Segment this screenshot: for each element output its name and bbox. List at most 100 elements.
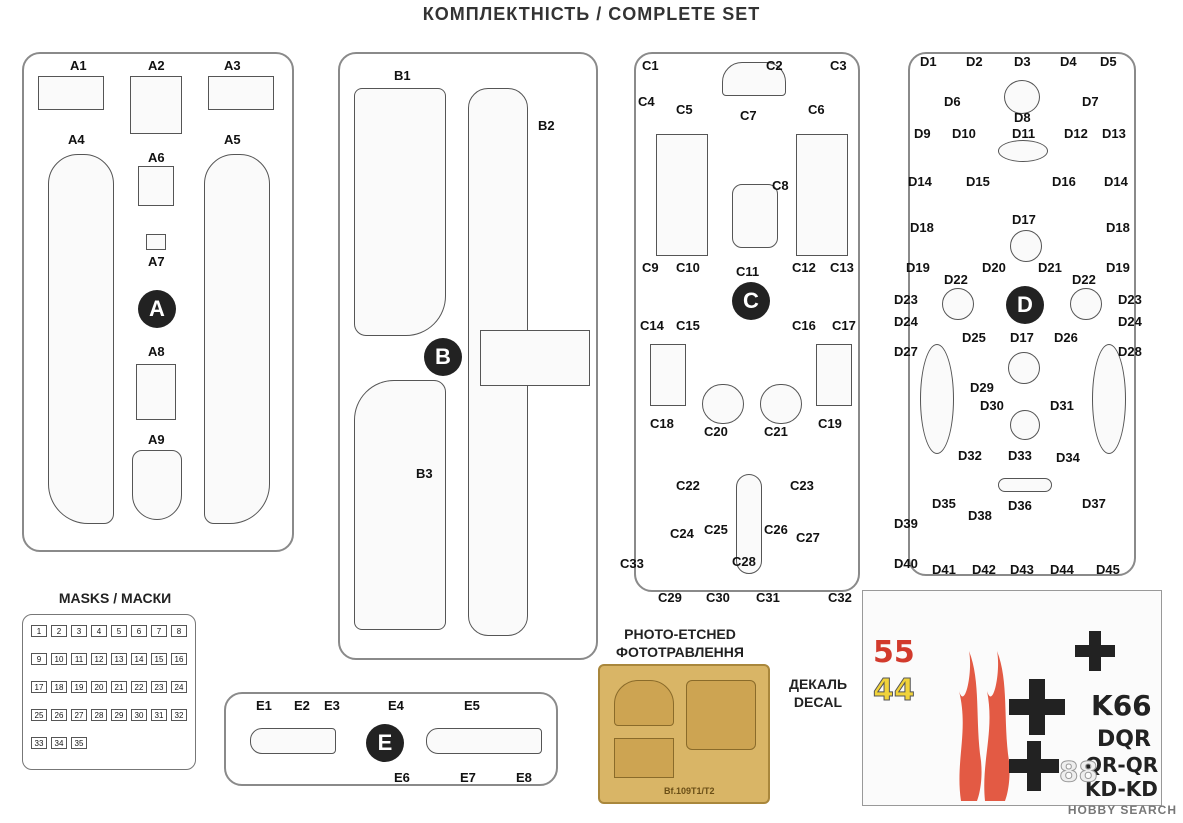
part-b1-wing-top [354, 88, 446, 336]
part-a1 [38, 76, 104, 110]
part-c2-canopy [722, 62, 786, 96]
label-c21: C21 [764, 424, 788, 439]
label-d7: D7 [1082, 94, 1099, 109]
mask-number: 31 [151, 709, 167, 721]
label-d13: D13 [1102, 126, 1126, 141]
part-d3 [1004, 80, 1040, 114]
label-c28: C28 [732, 554, 756, 569]
photo-etched-fret: Bf.109T1/T2 [598, 664, 770, 804]
label-d34: D34 [1056, 450, 1080, 465]
page-title: КОМПЛЕКТНІСТЬ / COMPLETE SET [422, 4, 761, 24]
mask-number: 13 [111, 653, 127, 665]
label-d40: D40 [894, 556, 918, 571]
cross-horizontal [1075, 645, 1115, 657]
label-e5: E5 [464, 698, 480, 713]
mask-number: 6 [131, 625, 147, 637]
sprue-c-badge: C [732, 282, 770, 320]
label-d24-right: D24 [1118, 314, 1142, 329]
label-d8: D8 [1014, 110, 1031, 125]
label-d22-left: D22 [944, 272, 968, 287]
label-c8: C8 [772, 178, 789, 193]
part-c19 [816, 344, 852, 406]
label-c25: C25 [704, 522, 728, 537]
label-c1: C1 [642, 58, 659, 73]
part-a4-fuselage-left [48, 154, 114, 524]
label-c13: C13 [830, 260, 854, 275]
label-d12: D12 [1064, 126, 1088, 141]
label-b3: B3 [416, 466, 433, 481]
label-d22-right: D22 [1072, 272, 1096, 287]
mask-number: 2 [51, 625, 67, 637]
label-a5: A5 [224, 132, 241, 147]
decal-code-44: 44 [873, 673, 916, 709]
label-c12: C12 [792, 260, 816, 275]
decal-title: DECAL [793, 694, 843, 710]
mask-number: 3 [71, 625, 87, 637]
label-d3: D3 [1014, 54, 1031, 69]
pe-seatbelts [686, 680, 756, 750]
mask-number: 16 [171, 653, 187, 665]
label-d23-left: D23 [894, 292, 918, 307]
label-d32: D32 [958, 448, 982, 463]
part-d22-wheel-left [942, 288, 974, 320]
label-b1: B1 [394, 68, 411, 83]
part-d22-wheel-right [1070, 288, 1102, 320]
label-e8: E8 [516, 770, 532, 785]
mask-number: 18 [51, 681, 67, 693]
label-d14-left: D14 [908, 174, 932, 189]
mask-number: 22 [131, 681, 147, 693]
pe-strips [614, 738, 674, 778]
part-d36 [998, 478, 1052, 492]
mask-number: 5 [111, 625, 127, 637]
label-a3: A3 [224, 58, 241, 73]
label-c10: C10 [676, 260, 700, 275]
decal-code-88: 88 [1059, 755, 1099, 789]
sprue-e-badge: E [366, 724, 404, 762]
label-e2: E2 [294, 698, 310, 713]
decal-title-ua: ДЕКАЛЬ [788, 676, 848, 692]
part-c21 [760, 384, 802, 424]
sprue-c: C C1 C2 C3 C4 C5 C6 C7 C8 C9 C10 C11 C12… [620, 52, 860, 605]
label-c9: C9 [642, 260, 659, 275]
part-d28 [1092, 344, 1126, 454]
label-c16: C16 [792, 318, 816, 333]
label-d2: D2 [966, 54, 983, 69]
label-d4: D4 [1060, 54, 1077, 69]
part-a8 [136, 364, 176, 420]
label-d15: D15 [966, 174, 990, 189]
label-b2: B2 [538, 118, 555, 133]
label-d16: D16 [1052, 174, 1076, 189]
label-c22: C22 [676, 478, 700, 493]
decal-code-dqr: DQR [1097, 727, 1151, 752]
mask-number: 24 [171, 681, 187, 693]
pe-instrument-panel [614, 680, 674, 726]
mask-number: 25 [31, 709, 47, 721]
sprue-d: D D1 D2 D3 D4 D5 D6 D7 D8 D9 D10 D11 D12… [894, 52, 1142, 577]
label-e6: E6 [394, 770, 410, 785]
label-d26: D26 [1054, 330, 1078, 345]
label-c15: C15 [676, 318, 700, 333]
label-c18: C18 [650, 416, 674, 431]
sprue-a-badge: A [138, 290, 176, 328]
label-d38: D38 [968, 508, 992, 523]
decal-code-qr-qr: QR-QR [1085, 753, 1159, 777]
label-d14-right: D14 [1104, 174, 1128, 189]
decal-flame-right [984, 651, 1010, 801]
label-c7: C7 [740, 108, 757, 123]
part-a3 [208, 76, 274, 110]
label-d31: D31 [1050, 398, 1074, 413]
label-e4: E4 [388, 698, 404, 713]
label-d5: D5 [1100, 54, 1117, 69]
mask-number: 27 [71, 709, 87, 721]
label-d44: D44 [1050, 562, 1074, 577]
label-c33: C33 [620, 556, 644, 571]
part-d29-wheel [1008, 352, 1040, 384]
label-c24: C24 [670, 526, 694, 541]
part-e1-e3 [250, 728, 336, 754]
mask-number: 20 [91, 681, 107, 693]
label-d28: D28 [1118, 344, 1142, 359]
sprue-b: B B1 B2 B3 [338, 52, 598, 660]
mask-number: 14 [131, 653, 147, 665]
label-c29: C29 [658, 590, 682, 605]
label-d18-left: D18 [910, 220, 934, 235]
